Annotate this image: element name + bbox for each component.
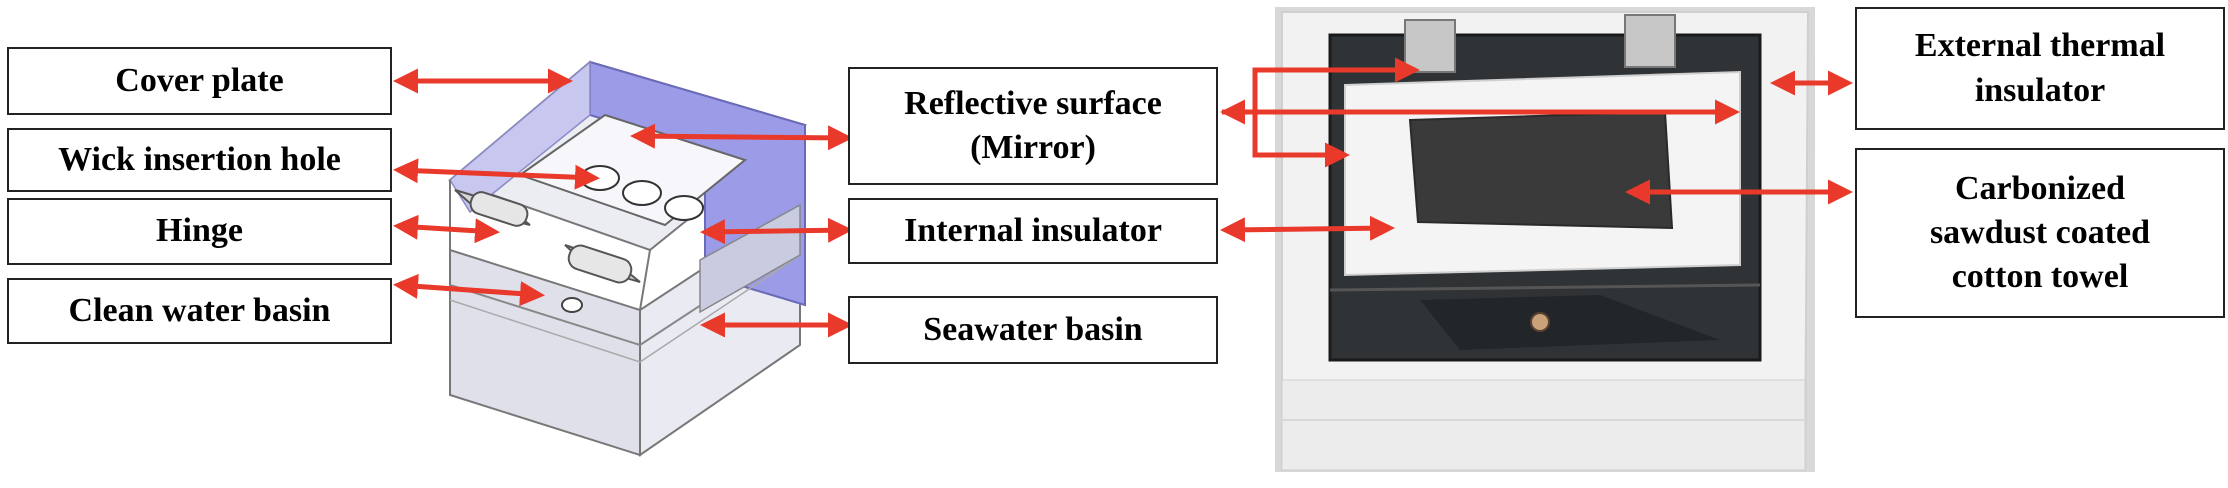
arrow-wick-hole xyxy=(393,158,600,190)
label-external-line1: External thermal xyxy=(1914,27,2166,65)
photo-carbonized-towel xyxy=(1408,110,1674,230)
arrow-reflective-left xyxy=(630,123,853,151)
label-towel-line3: cotton towel xyxy=(1951,258,2129,296)
label-reflective-surface: Reflective surface (Mirror) xyxy=(848,67,1218,185)
arrow-reflective-right-fork xyxy=(1222,57,1420,115)
label-external-insulator: External thermal insulator xyxy=(1855,7,2225,130)
cad-edge-2 xyxy=(639,249,651,311)
label-hinge: Hinge xyxy=(7,198,392,265)
cad-hole-2 xyxy=(622,180,662,206)
label-internal-insulator: Internal insulator xyxy=(848,198,1218,264)
label-reflective-line2: (Mirror) xyxy=(970,129,1096,166)
cad-hole-3 xyxy=(664,195,704,221)
label-seawater-basin-text: Seawater basin xyxy=(923,310,1143,348)
arrow-hinge xyxy=(393,214,500,244)
label-towel-line1: Carbonized xyxy=(1955,169,2125,207)
arrow-reflective-right-lower xyxy=(1252,112,1350,168)
arrow-clean-water xyxy=(393,273,545,307)
label-clean-water-basin-text: Clean water basin xyxy=(68,291,331,329)
photo-foam-lower-band xyxy=(1281,379,1806,471)
label-reflective-line1: Reflective surface xyxy=(904,84,1162,122)
label-cover-plate: Cover plate xyxy=(7,47,392,115)
photo-glass-reflection xyxy=(1420,295,1720,350)
arrow-internal-right xyxy=(1220,215,1395,243)
cad-basin-divider-2 xyxy=(449,254,801,363)
label-towel-line2: sawdust coated xyxy=(1929,213,2151,251)
label-external-line2: insulator xyxy=(1974,71,2106,109)
photo-hinge-right xyxy=(1624,14,1676,68)
arrow-internal-left xyxy=(700,217,853,245)
photo-glass-edge xyxy=(1329,283,1761,292)
label-hinge-text: Hinge xyxy=(156,212,243,250)
label-carbonized-towel: Carbonized sawdust coated cotton towel xyxy=(1855,148,2225,318)
cad-drain-hole xyxy=(561,297,583,313)
label-seawater-basin: Seawater basin xyxy=(848,296,1218,364)
label-wick-hole: Wick insertion hole xyxy=(7,128,392,192)
label-wick-hole-text: Wick insertion hole xyxy=(58,140,341,178)
label-cover-plate-text: Cover plate xyxy=(115,61,284,99)
cad-hinge-2-barrel xyxy=(567,244,633,284)
photo-knob xyxy=(1530,312,1550,332)
label-clean-water-basin: Clean water basin xyxy=(7,278,392,344)
label-internal-insulator-text: Internal insulator xyxy=(904,211,1162,249)
